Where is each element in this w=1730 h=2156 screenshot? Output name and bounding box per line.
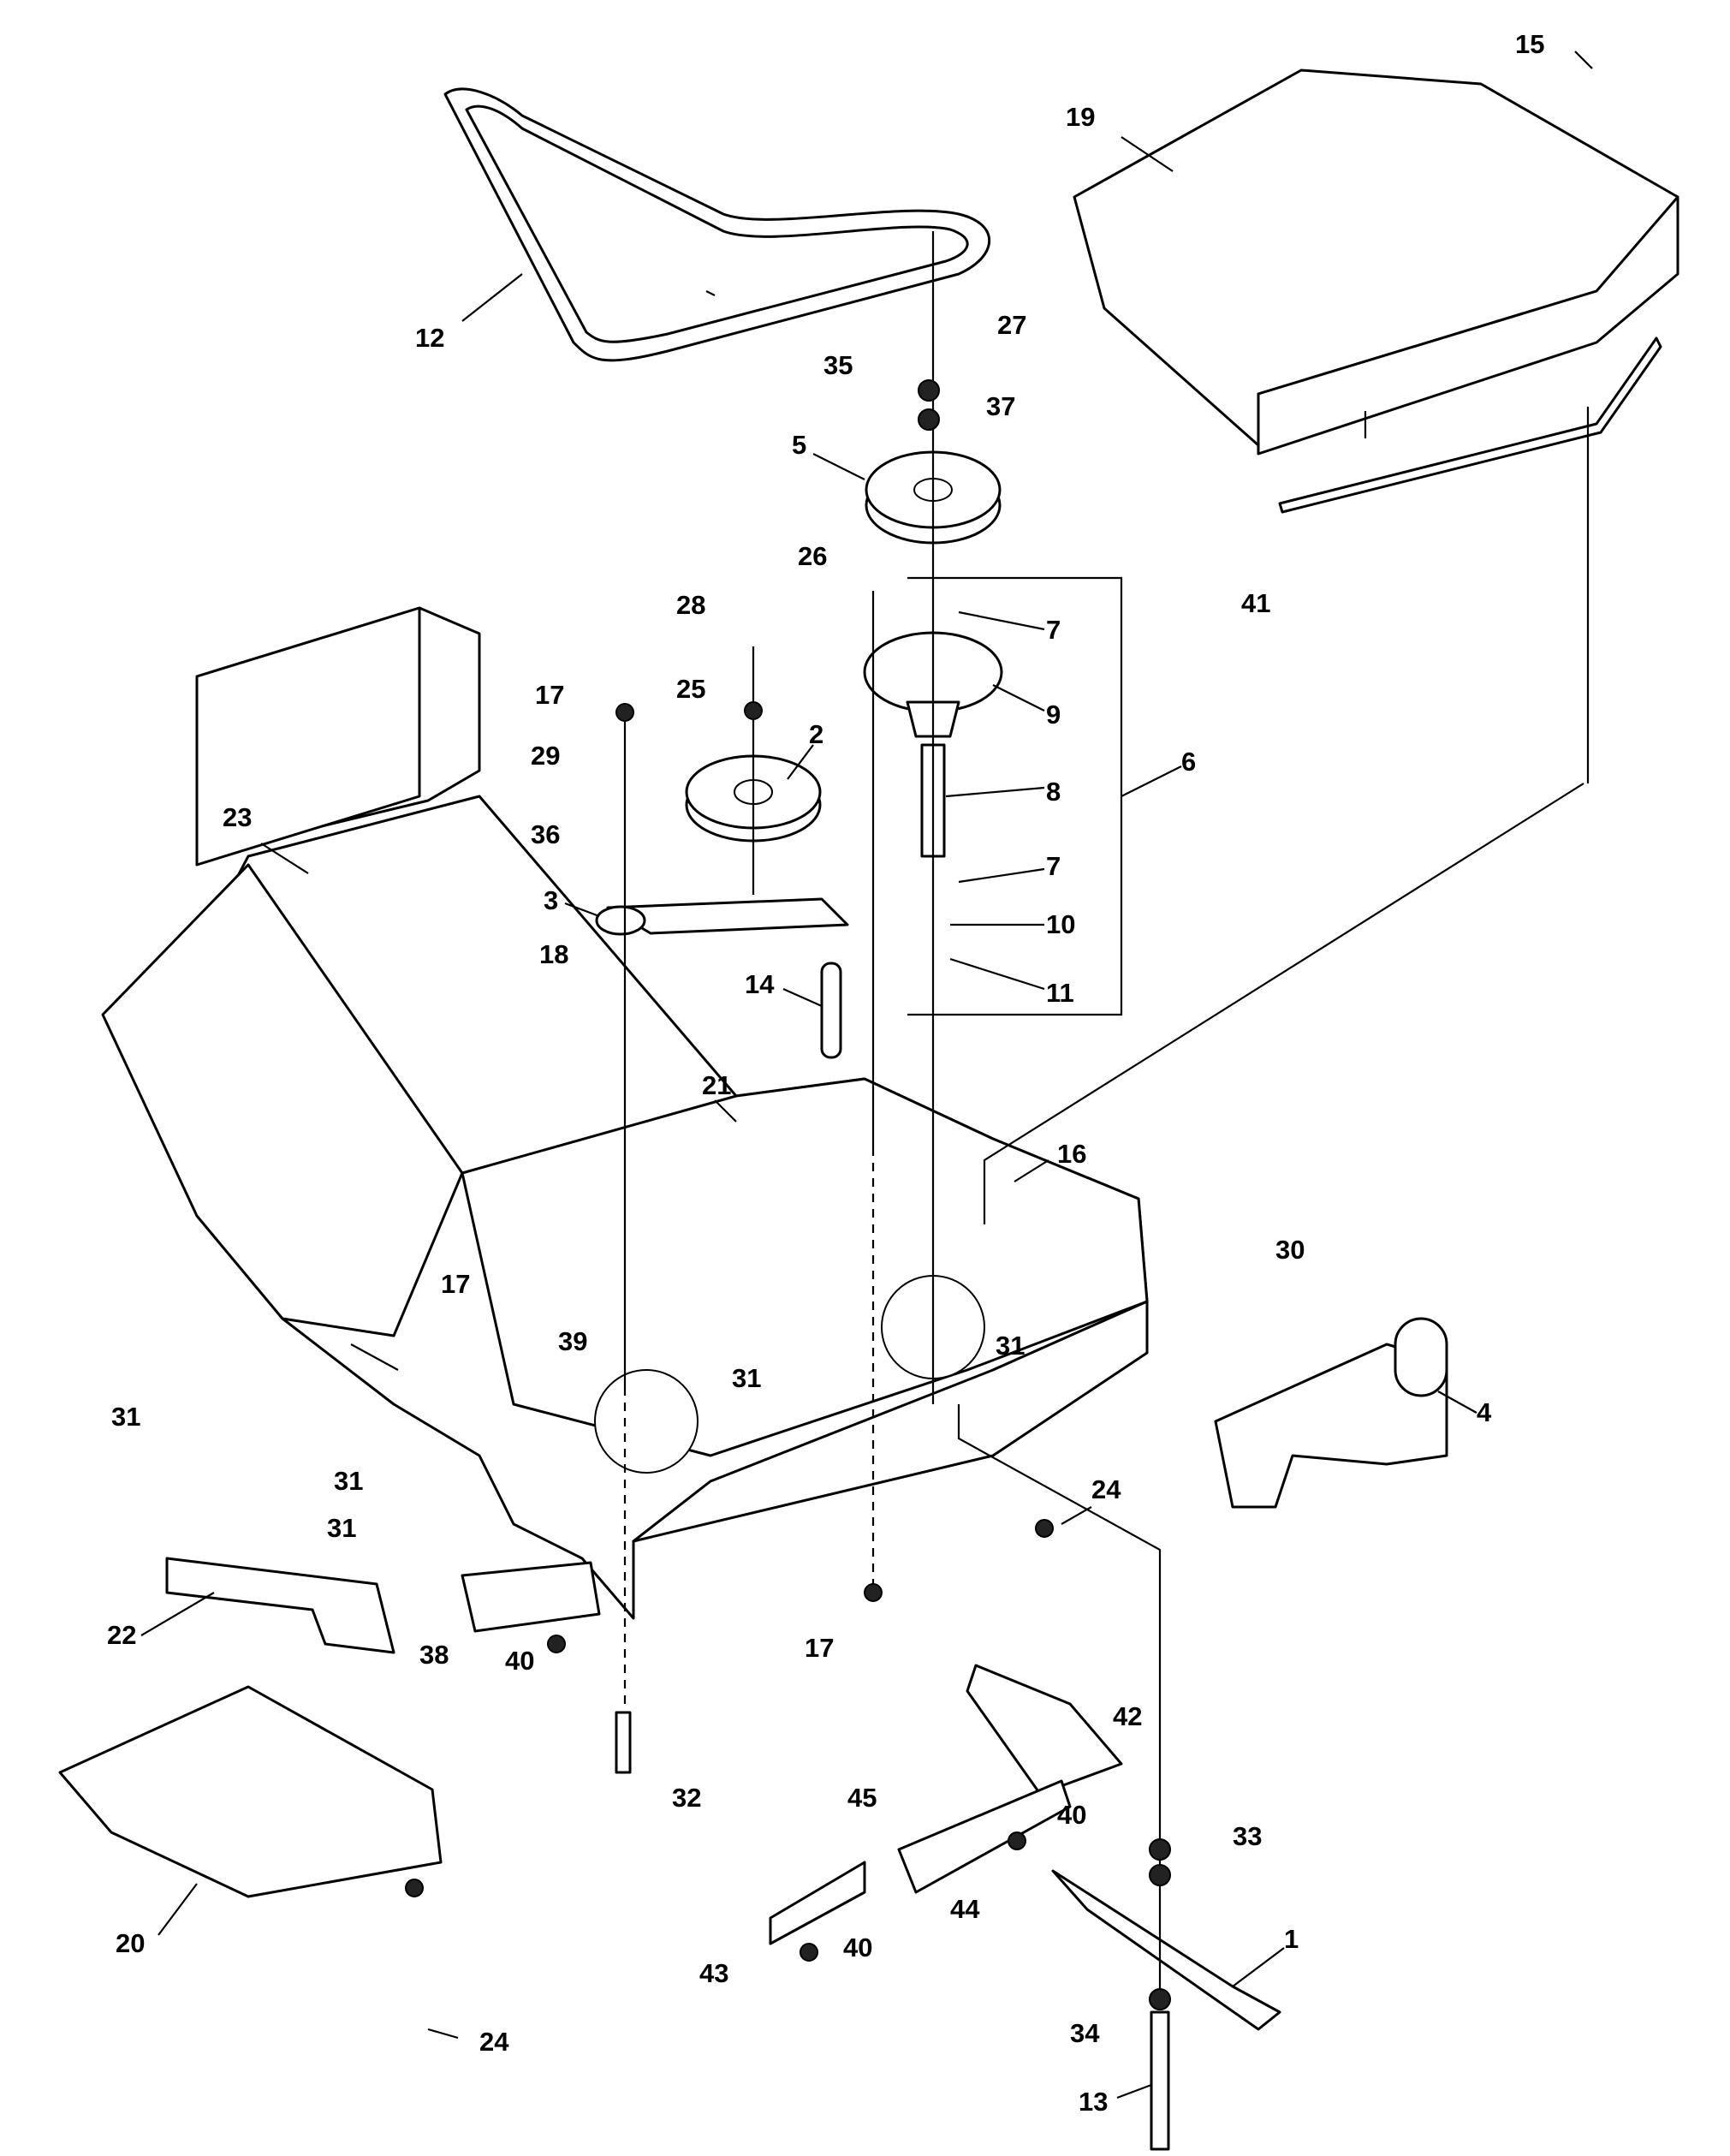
callout-2: 2 — [809, 719, 823, 749]
callout-40b: 40 — [1057, 1800, 1086, 1830]
callout-33: 33 — [1233, 1821, 1262, 1851]
mower-deck — [101, 795, 1149, 1620]
callout-9: 9 — [1046, 700, 1061, 730]
part-42-baffle — [966, 1664, 1123, 1796]
callout-17a: 17 — [535, 680, 564, 710]
callout-10: 10 — [1046, 909, 1075, 939]
callout-40a: 40 — [505, 1646, 534, 1676]
callout-31e: 31 — [996, 1331, 1025, 1361]
callout-6: 6 — [1181, 747, 1196, 777]
callout-36: 36 — [531, 819, 560, 849]
part-22-bracket — [165, 1557, 395, 1654]
callout-15: 15 — [1515, 29, 1544, 59]
callout-4: 4 — [1477, 1397, 1492, 1427]
callout-26: 26 — [798, 541, 827, 571]
callout-18: 18 — [539, 939, 568, 969]
part-3-idler-arm — [595, 897, 849, 936]
callout-41: 41 — [1241, 588, 1270, 618]
callout-12: 12 — [415, 323, 444, 353]
callout-16: 16 — [1057, 1139, 1086, 1169]
callout-7a: 7 — [1046, 615, 1061, 645]
callout-40c: 40 — [843, 1933, 872, 1962]
hardware — [405, 379, 1171, 2010]
callout-25: 25 — [676, 674, 705, 704]
callout-31a: 31 — [111, 1402, 140, 1432]
callout-24b: 24 — [479, 2027, 509, 2057]
callout-31b: 31 — [334, 1466, 363, 1496]
callout-34: 34 — [1070, 2018, 1100, 2048]
leader-lines — [140, 51, 1593, 2099]
callout-44: 44 — [950, 1894, 980, 1924]
callout-43: 43 — [699, 1958, 728, 1988]
callout-23: 23 — [223, 802, 252, 832]
callout-30: 30 — [1275, 1235, 1305, 1265]
callout-20: 20 — [116, 1928, 145, 1958]
callout-17b: 17 — [441, 1269, 470, 1299]
callout-24a: 24 — [1091, 1474, 1121, 1504]
part-14-spring — [820, 962, 842, 1059]
callout-labels: 1 2 3 4 5 6 7 7 8 9 10 11 12 13 14 15 16… — [107, 29, 1544, 2117]
part-32-bolt — [615, 1711, 632, 1774]
callout-14: 14 — [745, 969, 775, 999]
callout-32: 32 — [672, 1783, 701, 1813]
callout-31c: 31 — [327, 1513, 356, 1543]
part-43-baffle — [769, 1861, 866, 1945]
callout-11: 11 — [1046, 978, 1074, 1008]
callout-19: 19 — [1066, 102, 1095, 132]
callout-21: 21 — [702, 1070, 731, 1100]
callout-39: 39 — [558, 1326, 587, 1356]
callout-31d: 31 — [732, 1363, 761, 1393]
callout-17c: 17 — [805, 1633, 834, 1663]
part-4-idler-arm — [1214, 1317, 1448, 1509]
callout-1: 1 — [1284, 1924, 1299, 1954]
part-38-bracket — [461, 1561, 601, 1633]
part-13-bolt — [1150, 2010, 1170, 2151]
callout-38: 38 — [419, 1640, 449, 1670]
callout-42: 42 — [1113, 1701, 1142, 1731]
callout-8: 8 — [1046, 777, 1061, 807]
callout-5: 5 — [792, 430, 806, 460]
callout-13: 13 — [1079, 2087, 1108, 2117]
callout-45: 45 — [847, 1783, 877, 1813]
callout-28: 28 — [676, 590, 705, 620]
callout-3: 3 — [544, 885, 558, 915]
callout-7b: 7 — [1046, 851, 1061, 881]
part-12-belt — [443, 87, 991, 362]
part-44-baffle — [897, 1779, 1072, 1894]
part-23-frame — [195, 606, 481, 867]
callout-27: 27 — [997, 310, 1026, 340]
part-19-deck-cover — [1073, 68, 1679, 456]
part-41-strip — [1278, 337, 1662, 514]
callout-22: 22 — [107, 1620, 136, 1650]
callout-35: 35 — [823, 350, 853, 380]
part-1-blade — [1051, 1869, 1281, 2031]
callout-29: 29 — [531, 741, 560, 771]
callout-37: 37 — [986, 391, 1015, 421]
part-20-deflector — [58, 1685, 443, 1898]
